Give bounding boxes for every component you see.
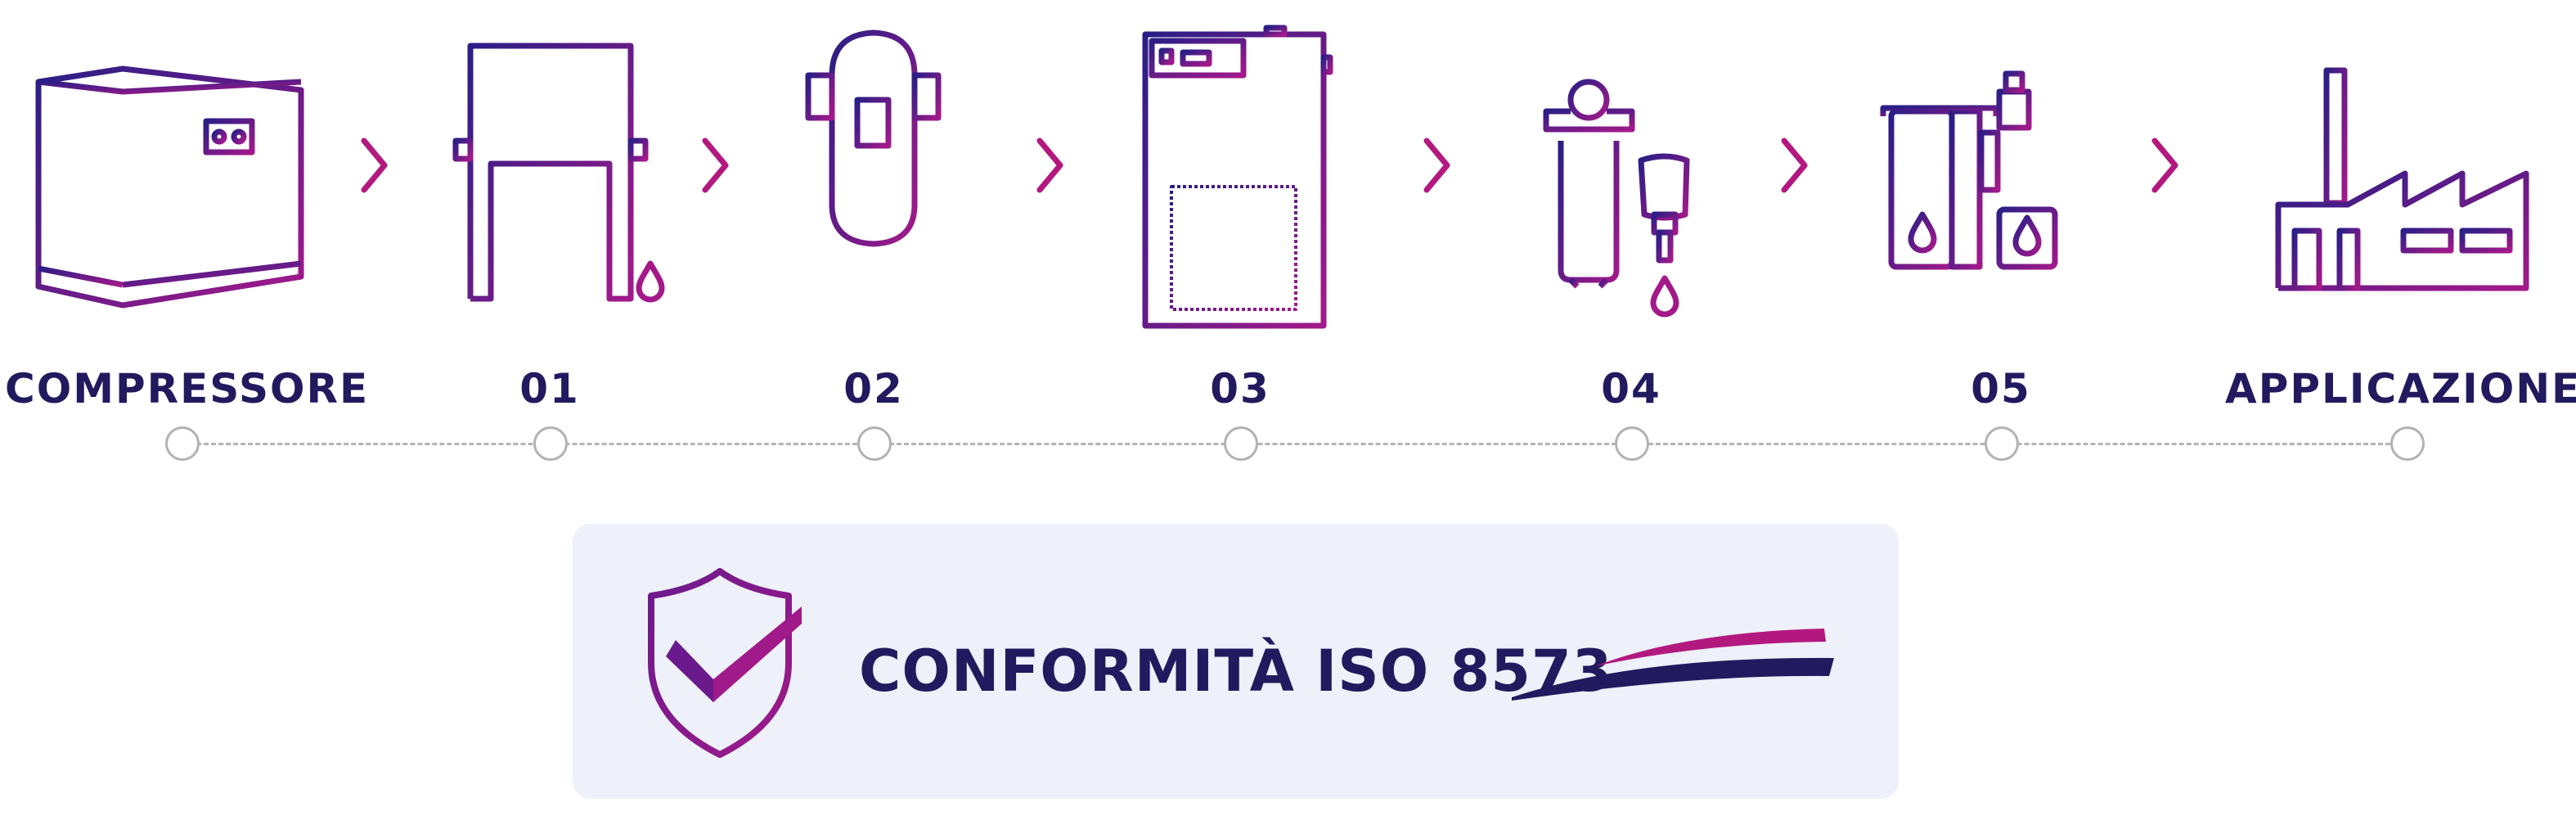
stage-label-05: 05: [1971, 365, 2031, 413]
dryer-cabinet-icon: [1142, 25, 1333, 329]
certification-text: CONFORMITÀ ISO 8573: [859, 638, 1613, 705]
chevron-right-icon: [1423, 138, 1450, 193]
stage-label-applicazione: APPLICAZIONE: [2225, 365, 2576, 413]
timeline-dot-01: [533, 426, 568, 461]
timeline-dot-03: [1224, 426, 1258, 461]
air-receiver-tank-icon: [805, 29, 942, 247]
stage-label-04: 04: [1601, 365, 1661, 413]
aftercooler-icon: [452, 43, 665, 303]
chevron-right-icon: [1781, 138, 1808, 193]
timeline-dot-compressore: [165, 426, 200, 461]
timeline-line: [182, 443, 2390, 445]
certification-panel: [573, 524, 1899, 799]
stage-label-03: 03: [1210, 365, 1270, 413]
chevron-right-icon: [1036, 138, 1063, 193]
factory-icon: [2275, 67, 2529, 291]
stage-label-compressore: COMPRESSORE: [5, 365, 370, 413]
chevron-right-icon: [361, 138, 388, 193]
timeline-dot-05: [1985, 426, 2019, 461]
brand-swoosh-logo: [1512, 629, 1834, 701]
filter-icon: [1543, 79, 1690, 318]
timeline-dot-04: [1615, 426, 1649, 461]
stage-label-01: 01: [519, 365, 580, 413]
oil-water-separator-icon: [1880, 70, 2058, 270]
timeline-dot-02: [857, 426, 892, 461]
chevron-right-icon: [702, 138, 729, 193]
chevron-right-icon: [2151, 138, 2178, 193]
stage-label-02: 02: [843, 365, 904, 413]
compressor-icon: [35, 65, 304, 309]
shield-check-icon: [648, 568, 802, 758]
timeline-dot-applicazione: [2390, 426, 2425, 461]
